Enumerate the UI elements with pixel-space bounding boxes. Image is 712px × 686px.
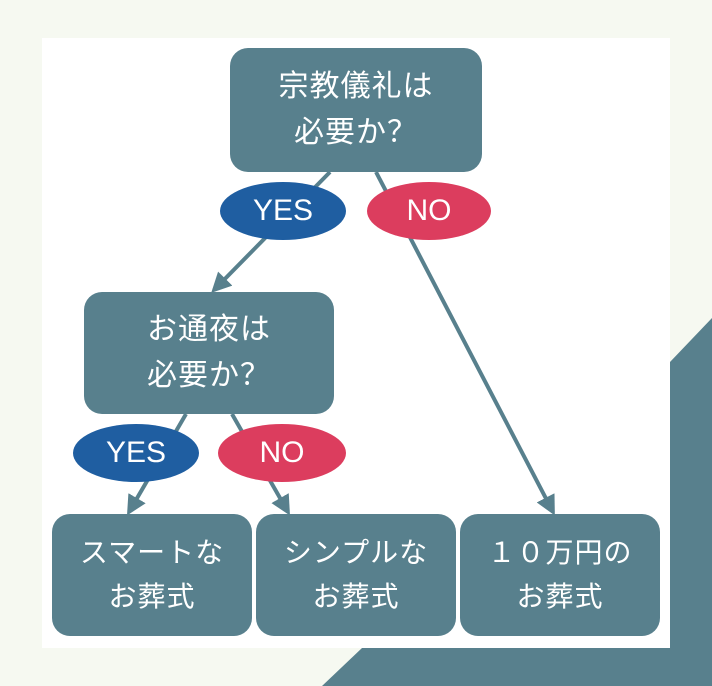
yes-label-q2: YES (73, 424, 199, 482)
budget-funeral-node: １０万円の お葬式 (460, 514, 660, 636)
yes-label-q1: YES (220, 182, 346, 240)
node-text-line: 必要か？ (294, 115, 418, 150)
node-text-line: シンプルな (283, 536, 429, 569)
node-text-line: １０万円の (487, 536, 633, 569)
question-religious-rites-node: 宗教儀礼は 必要か？ (230, 48, 482, 172)
node-text-line: スマートな (79, 536, 225, 569)
smart-funeral-node: スマートな お葬式 (52, 514, 252, 636)
question-wake-node: お通夜は 必要か？ (84, 292, 334, 414)
no-label-q1: NO (367, 182, 491, 240)
no-label-q2: NO (218, 424, 346, 482)
node-text-line: 必要か？ (147, 358, 271, 393)
node-text-line: 宗教儀礼は (278, 69, 434, 104)
node-text-line: お葬式 (108, 580, 196, 613)
simple-funeral-node: シンプルな お葬式 (256, 514, 456, 636)
node-text-line: お葬式 (516, 580, 604, 613)
node-text-line: お葬式 (312, 580, 400, 613)
node-text-line: お通夜は (147, 312, 271, 347)
